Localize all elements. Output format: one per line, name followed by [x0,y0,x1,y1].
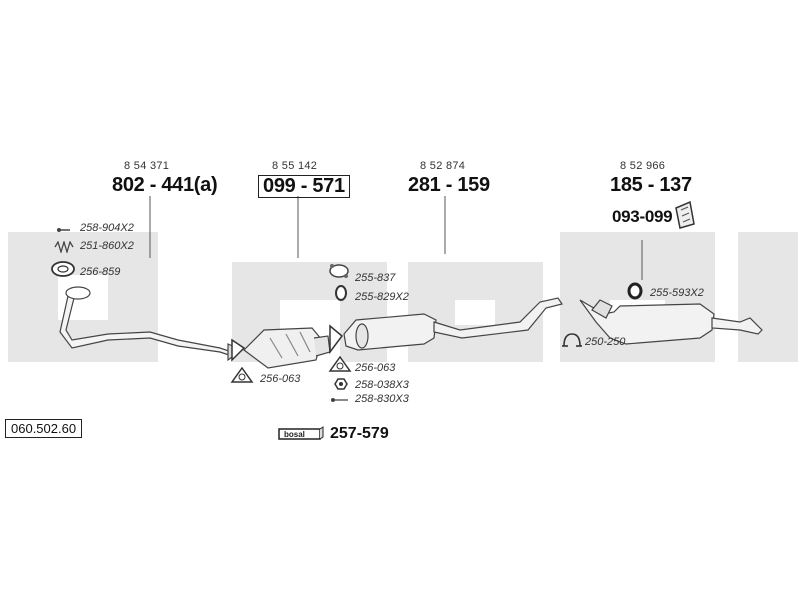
mounting-kit-number[interactable]: 257-579 [330,425,389,442]
rubber-mount-icon [335,285,347,301]
gasket-rear-icon [328,355,352,372]
catalytic-converter [243,327,331,369]
part-number-catalyst[interactable]: 099 - 571 [258,175,350,198]
clamp-icon [329,264,349,278]
rear-mount-icon [627,282,643,300]
ring-gasket-icon [51,261,75,277]
front-pipe [59,286,244,362]
sub-part-gasket-rear[interactable]: 256-063 [355,362,396,374]
section-ref-front-pipe: 8 54 371 [124,160,170,172]
heat-shield-icon [675,200,695,229]
part-number-front-pipe[interactable]: 802 - 441(a) [112,174,218,196]
sub-part-rear-mount[interactable]: 255-593X2 [650,287,704,299]
sub-part-nut[interactable]: 258-038X3 [355,379,409,391]
sub-part-spring-bolt[interactable]: 258-904X2 [80,222,134,234]
bolt-icon [57,228,70,232]
sub-part-clamp[interactable]: 255-837 [355,272,396,284]
sub-part-ring-gasket[interactable]: 256-859 [80,266,121,278]
sub-part-spring[interactable]: 251-860X2 [80,240,134,252]
bosal-kit-label: bosal [284,430,305,439]
flange-middle [329,324,344,355]
gasket-front-icon [230,366,254,383]
spring-icon [54,241,74,253]
sub-part-rubber-mount[interactable]: 255-829X2 [355,291,409,303]
bosal-kit-icon: bosal [278,426,324,440]
sub-part-gasket-front[interactable]: 256-063 [260,373,301,385]
sub-part-rear-clamp[interactable]: 250-250 [585,336,626,348]
section-ref-catalyst: 8 55 142 [272,160,318,172]
nut-icon [334,378,348,390]
catalog-number: 060.502.60 [5,419,83,438]
rear-clamp-icon [562,333,582,347]
sub-part-bolt[interactable]: 258-830X3 [355,393,409,405]
section-ref-rear-silencer: 8 52 966 [620,160,666,172]
rear-silencer [579,299,763,345]
part-number-middle-silencer[interactable]: 281 - 159 [408,174,490,196]
middle-silencer [343,297,563,351]
section-ref-middle-silencer: 8 52 874 [420,160,466,172]
part-number-rear-silencer[interactable]: 185 - 137 [610,174,692,196]
bolt-small-icon [331,398,348,402]
flange-front [231,338,246,362]
part-number-extra[interactable]: 093-099 [612,207,673,226]
